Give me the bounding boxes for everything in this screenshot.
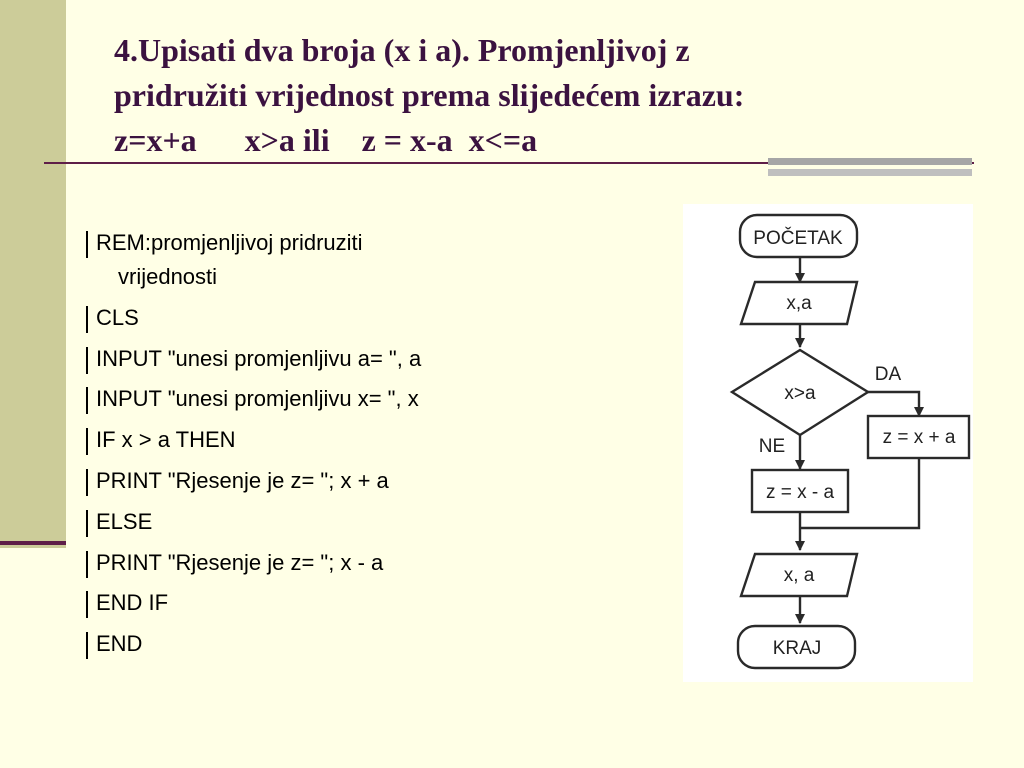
flowchart-panel: POČETAK x,a x>a DA NE z = x + a z = x - … <box>683 204 973 682</box>
flow-input-label: x,a <box>786 293 812 314</box>
code-line: INPUT "unesi promjenljivu x= ", x <box>84 382 644 416</box>
flow-decision-label: x>a <box>784 383 816 404</box>
flow-no-process-label: z = x - a <box>766 482 835 503</box>
code-line: END IF <box>84 586 644 620</box>
flowchart-diagram: POČETAK x,a x>a DA NE z = x + a z = x - … <box>729 213 971 670</box>
flow-end-terminal <box>736 624 857 670</box>
code-line-text: PRINT "Rjesenje je z= "; x - a <box>96 549 384 575</box>
flow-yes-process <box>866 414 971 460</box>
code-line-text: CLS <box>96 304 139 330</box>
code-line: PRINT "Rjesenje je z= "; x + a <box>84 464 644 498</box>
code-listing: REM:promjenljivoj pridruziti vrijednosti… <box>84 226 644 668</box>
code-line: ELSE <box>84 505 644 539</box>
left-decor-bar <box>0 0 66 548</box>
flow-decision-diamond <box>729 348 871 437</box>
arrow-yes-merge <box>800 458 921 530</box>
flow-end-label: KRAJ <box>773 638 822 659</box>
title-divider <box>44 162 974 164</box>
code-line-text: ELSE <box>96 508 153 534</box>
code-line-text: END <box>96 631 143 657</box>
left-decor-line <box>0 541 66 545</box>
flow-no-process <box>750 468 850 514</box>
flow-start-label: POČETAK <box>753 227 843 249</box>
code-line: INPUT "unesi promjenljivu a= ", a <box>84 342 644 376</box>
code-line-continuation: vrijednosti <box>118 264 218 289</box>
code-line: CLS <box>84 301 644 335</box>
title-line-3: z=x+a x>a ili z = x-a x<=a <box>114 122 538 158</box>
flow-input-parallelogram <box>739 280 859 326</box>
code-line-text: PRINT "Rjesenje je z= "; x + a <box>96 467 389 493</box>
title-line-2: pridružiti vrijednost prema slijedećem i… <box>114 77 745 113</box>
arrow-decision-yes <box>868 390 924 417</box>
flow-output-label: x, a <box>784 565 815 586</box>
code-line: IF x > a THEN <box>84 423 644 457</box>
flow-start-terminal <box>738 213 859 259</box>
title-decor-block <box>768 158 972 178</box>
flow-yes-label: DA <box>875 364 902 385</box>
code-line: PRINT "Rjesenje je z= "; x - a <box>84 546 644 580</box>
code-line-text: INPUT "unesi promjenljivu a= ", a <box>96 345 422 371</box>
flow-yes-process-label: z = x + a <box>883 427 956 448</box>
code-line: REM:promjenljivoj pridruziti vrijednosti <box>84 226 644 294</box>
title-line-1: 4.Upisati dva broja (x i a). Promjenljiv… <box>114 32 690 68</box>
flow-output-parallelogram <box>739 552 859 598</box>
code-line-text: END IF <box>96 590 169 616</box>
slide-title: 4.Upisati dva broja (x i a). Promjenljiv… <box>114 28 994 163</box>
code-line-text: IF x > a THEN <box>96 427 236 453</box>
flow-no-label: NE <box>759 436 785 457</box>
code-line: END <box>84 627 644 661</box>
code-line-text: REM:promjenljivoj pridruziti <box>96 230 363 255</box>
code-line-text: INPUT "unesi promjenljivu x= ", x <box>96 386 419 412</box>
